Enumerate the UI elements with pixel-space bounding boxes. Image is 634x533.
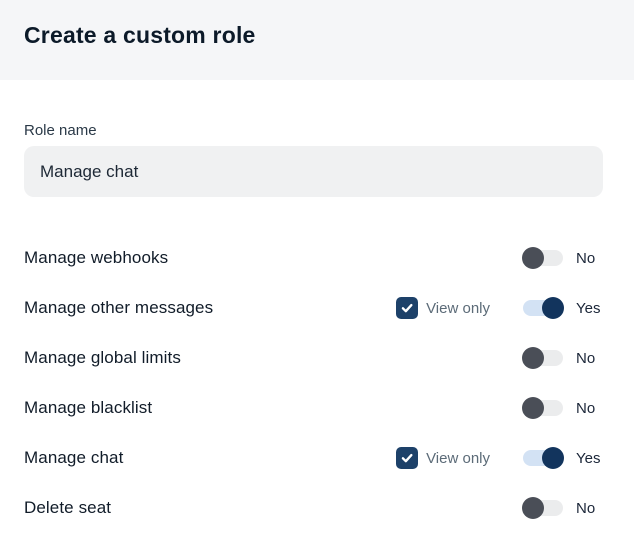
dialog-body: Role name Manage webhooks No Manage othe… bbox=[0, 122, 634, 533]
role-name-label: Role name bbox=[24, 122, 97, 139]
permission-label: Manage webhooks bbox=[24, 248, 169, 267]
toggle-state-label: No bbox=[576, 349, 596, 367]
toggle-group: No bbox=[522, 397, 603, 419]
toggle-knob bbox=[522, 397, 544, 419]
permission-label: Delete seat bbox=[24, 498, 112, 517]
dialog-header: Create a custom role bbox=[0, 0, 634, 80]
toggle-group: No bbox=[522, 247, 603, 269]
permission-row: Manage blacklist No bbox=[24, 383, 603, 433]
view-only-group: View only bbox=[396, 447, 490, 469]
toggle-knob bbox=[542, 297, 564, 319]
checkmark-icon bbox=[400, 301, 414, 315]
view-only-label: View only bbox=[426, 299, 490, 317]
page-title: Create a custom role bbox=[24, 22, 256, 48]
role-name-input[interactable] bbox=[24, 146, 603, 197]
permission-row: Manage chat View only Yes bbox=[24, 433, 603, 483]
toggle-knob bbox=[522, 247, 544, 269]
toggle-group: Yes bbox=[523, 447, 603, 469]
permission-toggle[interactable] bbox=[522, 347, 563, 369]
toggle-knob bbox=[522, 497, 544, 519]
view-only-group: View only bbox=[396, 297, 490, 319]
view-only-label: View only bbox=[426, 449, 490, 467]
permission-row: Manage webhooks No bbox=[24, 233, 603, 283]
permission-toggle[interactable] bbox=[522, 397, 563, 419]
permission-toggle[interactable] bbox=[522, 497, 563, 519]
toggle-state-label: Yes bbox=[576, 299, 601, 317]
permission-row: Delete seat No bbox=[24, 483, 603, 533]
permission-row: Manage other messages View only Yes bbox=[24, 283, 603, 333]
view-only-checkbox[interactable] bbox=[396, 297, 419, 319]
toggle-knob bbox=[542, 447, 564, 469]
permission-toggle[interactable] bbox=[522, 247, 563, 269]
toggle-group: No bbox=[522, 347, 603, 369]
permission-list: Manage webhooks No Manage other messages… bbox=[24, 233, 603, 533]
toggle-group: No bbox=[522, 497, 603, 519]
permission-label: Manage chat bbox=[24, 448, 124, 467]
checkmark-icon bbox=[400, 451, 414, 465]
permission-toggle[interactable] bbox=[523, 297, 564, 319]
permission-label: Manage other messages bbox=[24, 298, 214, 317]
toggle-state-label: No bbox=[576, 249, 596, 267]
view-only-checkbox[interactable] bbox=[396, 447, 419, 469]
permission-label: Manage global limits bbox=[24, 348, 181, 367]
toggle-state-label: Yes bbox=[576, 449, 601, 467]
permission-label: Manage blacklist bbox=[24, 398, 153, 417]
toggle-state-label: No bbox=[576, 499, 596, 517]
toggle-group: Yes bbox=[523, 297, 603, 319]
permission-toggle[interactable] bbox=[523, 447, 564, 469]
toggle-knob bbox=[522, 347, 544, 369]
permission-row: Manage global limits No bbox=[24, 333, 603, 383]
toggle-state-label: No bbox=[576, 399, 596, 417]
